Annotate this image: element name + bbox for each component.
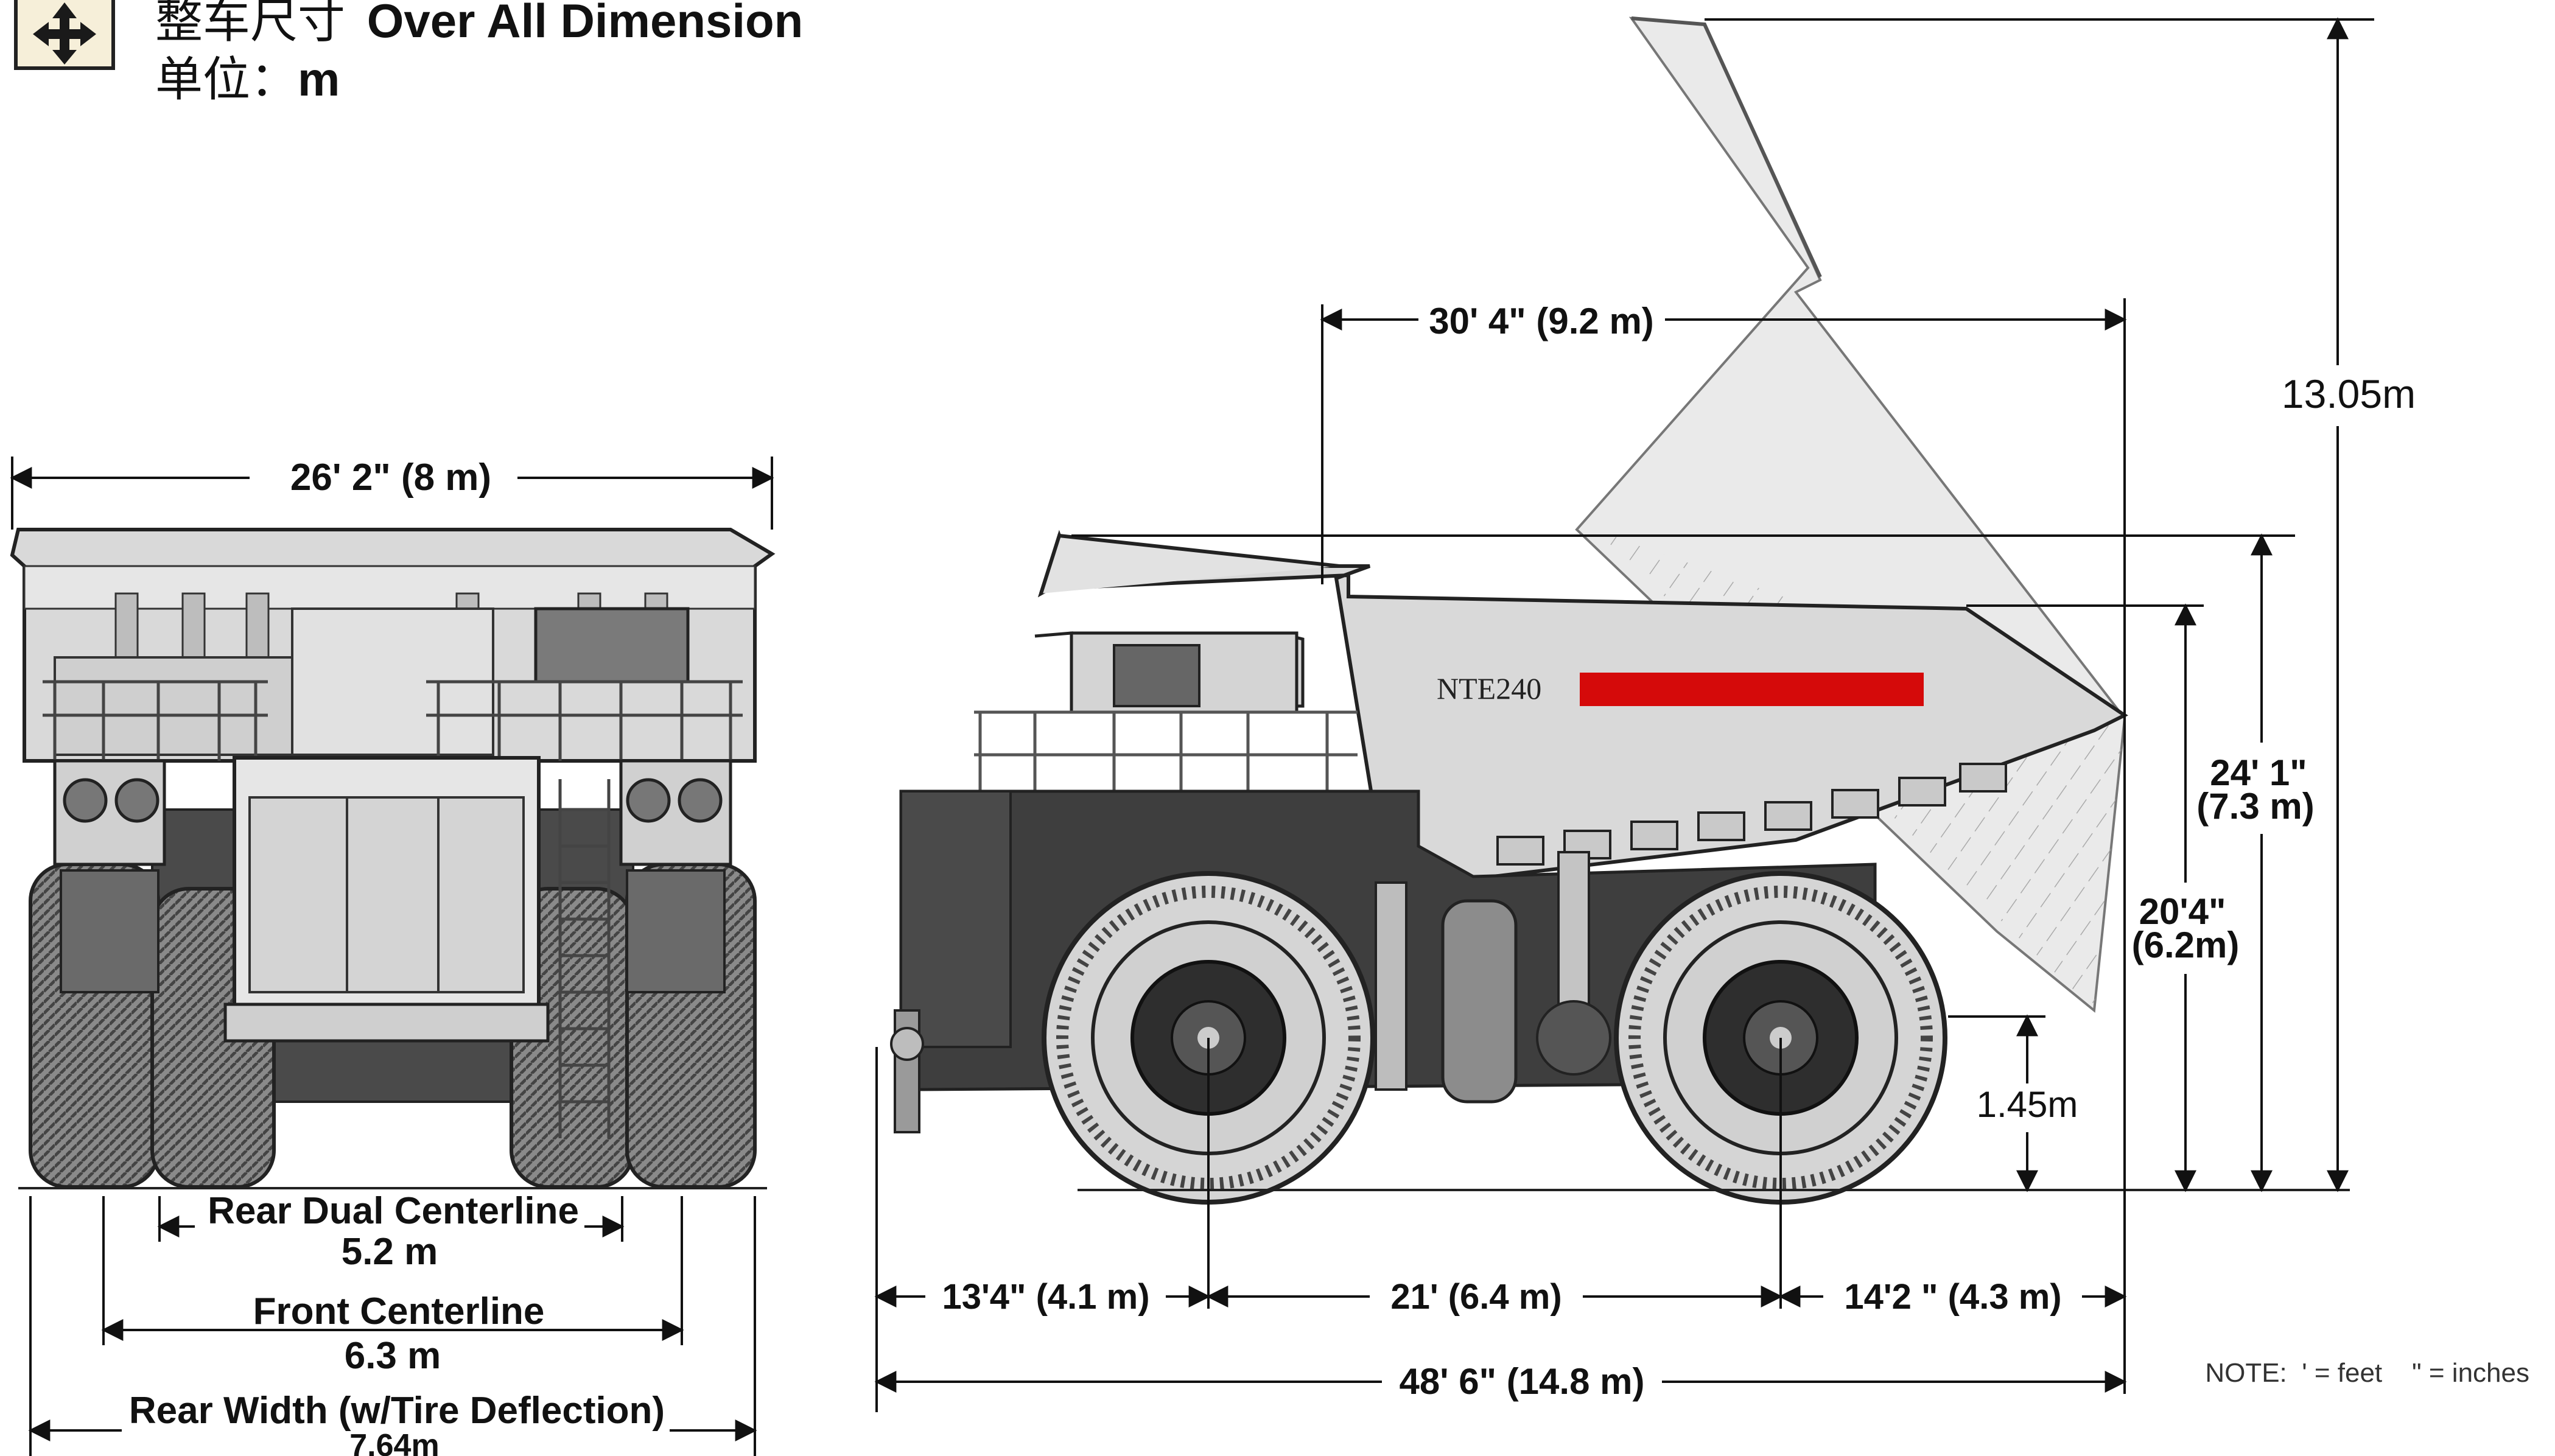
- front-overall-width: 26' 2" (8 m): [290, 457, 491, 499]
- front-view-truck: [10, 528, 776, 1189]
- title-en: Over All Dimension: [366, 0, 804, 47]
- move-arrows-icon: [14, 0, 115, 70]
- model-label: NTE240: [1437, 671, 1541, 705]
- unit-label: 单位：: [155, 52, 298, 106]
- front-dimension-lines: [10, 457, 774, 1456]
- height-mid-m: (6.2m): [2132, 925, 2240, 965]
- header-title: 整车尺寸 Over All Dimension: [155, 0, 803, 51]
- rear-width-label: Rear Width (w/Tire Deflection): [129, 1390, 665, 1432]
- clearance: 1.45m: [1977, 1084, 2078, 1125]
- height-mid-ft: 20'4": [2139, 891, 2226, 932]
- height-top-ft: 24' 1": [2210, 752, 2307, 793]
- front-overhang: 13'4" (4.1 m): [942, 1277, 1149, 1317]
- height-top-m: (7.3 m): [2196, 786, 2314, 827]
- front-cl-value: 6.3 m: [345, 1335, 441, 1377]
- unit-line: 单位：m: [155, 41, 340, 110]
- rear-width-value: 7.64m: [349, 1428, 439, 1456]
- dump-reach: 30' 4" (9.2 m): [1429, 301, 1654, 341]
- side-view-truck: NTE240: [890, 16, 2350, 1205]
- rear-dual-label: Rear Dual Centerline: [208, 1190, 579, 1232]
- title-cn: 整车尺寸: [155, 0, 346, 47]
- overall-length: 48' 6" (14.8 m): [1400, 1361, 1645, 1402]
- unit-value: m: [298, 52, 340, 106]
- model-stripe: [1580, 673, 1924, 706]
- dump-height: 13.05m: [2282, 371, 2416, 416]
- wheelbase: 21' (6.4 m): [1390, 1277, 1561, 1317]
- rear-overhang: 14'2 " (4.3 m): [1844, 1277, 2061, 1317]
- rear-dual-value: 5.2 m: [342, 1231, 438, 1273]
- side-dimension-lines: [874, 17, 2374, 1412]
- front-cl-label: Front Centerline: [253, 1290, 545, 1332]
- units-note: NOTE: ' = feet " = inches: [2205, 1358, 2529, 1388]
